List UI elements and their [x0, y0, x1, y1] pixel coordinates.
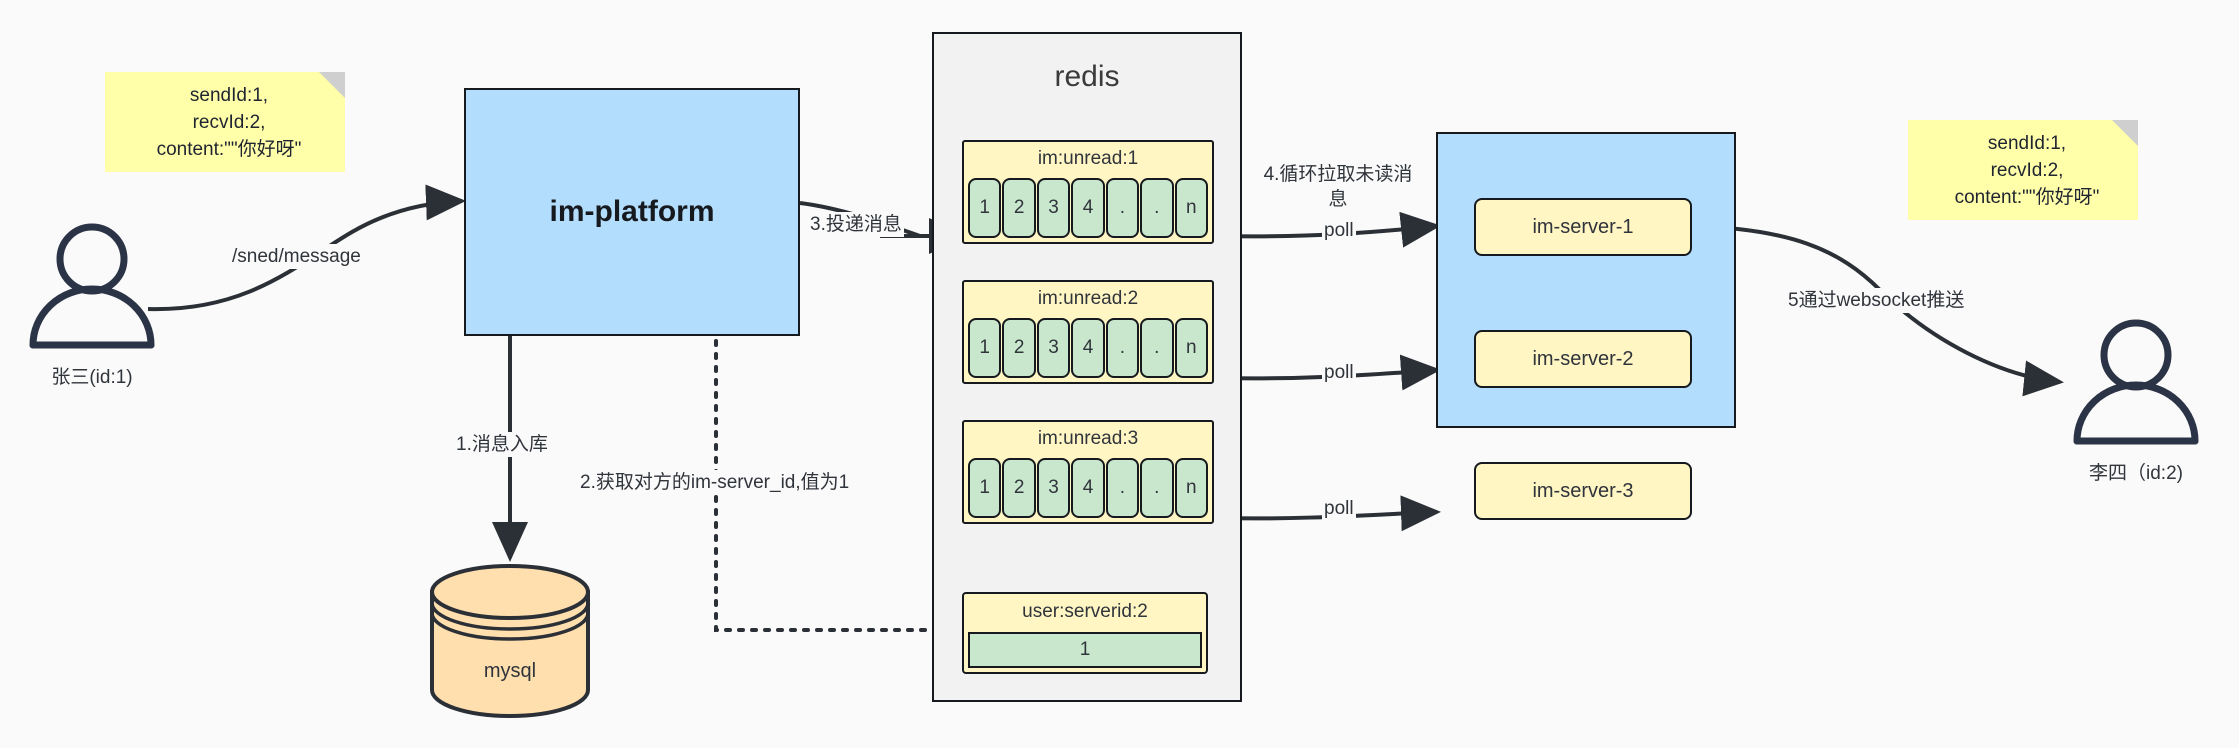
list-cell: 1 — [968, 458, 1002, 518]
redis-list-im-unread-3[interactable]: im:unread:3 1 2 3 4 . . n — [962, 420, 1214, 524]
mysql-cylinder-icon — [430, 564, 590, 718]
note-right-line-2: recvId:2, — [1990, 159, 2064, 181]
im-platform-node[interactable]: im-platform — [464, 88, 800, 336]
actor-receiver-label: 李四（id:2) — [2089, 463, 2183, 484]
edge-label-step5: 5通过websocket推送 — [1786, 288, 1967, 313]
redis-list-im-unread-2[interactable]: im:unread:2 1 2 3 4 . . n — [962, 280, 1214, 384]
im-server-3-label: im-server-3 — [1532, 479, 1634, 502]
note-left-line-3: content:""你好呀" — [156, 138, 302, 160]
redis-kv-user-serverid[interactable]: user:serverid:2 1 — [962, 592, 1208, 674]
edge-label-poll-1: poll — [1322, 218, 1356, 243]
im-server-1-label: im-server-1 — [1532, 215, 1634, 238]
edge-label-poll-3: poll — [1322, 496, 1356, 521]
note-fold-corner-icon — [2112, 120, 2138, 146]
list-cell: n — [1174, 458, 1208, 518]
redis-title: redis — [1054, 60, 1120, 93]
list-cell: n — [1174, 178, 1208, 238]
redis-list-3-cells: 1 2 3 4 . . n — [968, 458, 1208, 518]
list-cell: 4 — [1071, 178, 1105, 238]
list-cell: . — [1140, 458, 1174, 518]
list-cell: . — [1140, 178, 1174, 238]
note-right-line-3: content:""你好呀" — [1954, 186, 2100, 208]
list-cell: . — [1105, 318, 1140, 378]
edge-label-send-message: /sned/message — [230, 244, 363, 269]
list-cell: n — [1174, 318, 1208, 378]
redis-list-2-key: im:unread:2 — [1037, 288, 1139, 309]
redis-list-2-cells: 1 2 3 4 . . n — [968, 318, 1208, 378]
list-cell: 2 — [1002, 178, 1036, 238]
edge-label-poll-2: poll — [1322, 360, 1356, 385]
im-server-2-node[interactable]: im-server-2 — [1474, 330, 1692, 388]
actor-sender-icon — [29, 223, 155, 349]
redis-list-3-key: im:unread:3 — [1037, 428, 1139, 449]
redis-kv-key: user:serverid:2 — [1022, 601, 1148, 622]
im-server-1-node[interactable]: im-server-1 — [1474, 198, 1692, 256]
note-left-line-1: sendId:1, — [189, 84, 269, 106]
redis-list-1-cells: 1 2 3 4 . . n — [968, 178, 1208, 238]
list-cell: 1 — [968, 178, 1002, 238]
note-left-line-2: recvId:2, — [192, 111, 266, 133]
message-payload-note-left: sendId:1, recvId:2, content:""你好呀" — [105, 72, 345, 172]
actor-sender-label: 张三(id:1) — [51, 367, 133, 388]
edge-label-step1: 1.消息入库 — [454, 432, 550, 457]
list-cell: . — [1105, 458, 1140, 518]
im-server-3-node[interactable]: im-server-3 — [1474, 462, 1692, 520]
edge-label-step4: 4.循环拉取未读消息 — [1256, 162, 1420, 212]
actor-receiver-icon — [2073, 319, 2199, 445]
list-cell: 3 — [1036, 178, 1071, 238]
edge-label-step2: 2.获取对方的im-server_id,值为1 — [578, 470, 852, 495]
note-fold-corner-icon — [319, 72, 345, 98]
mysql-label: mysql — [483, 660, 537, 682]
list-cell: . — [1140, 318, 1174, 378]
im-server-2-label: im-server-2 — [1532, 347, 1634, 370]
list-cell: 3 — [1036, 458, 1071, 518]
im-platform-label: im-platform — [549, 195, 715, 228]
list-cell: 4 — [1071, 458, 1105, 518]
list-cell: 2 — [1002, 458, 1036, 518]
edge-label-step3: 3.投递消息 — [808, 212, 904, 237]
list-cell: 1 — [968, 318, 1002, 378]
list-cell: . — [1105, 178, 1140, 238]
list-cell: 3 — [1036, 318, 1071, 378]
redis-list-1-key: im:unread:1 — [1037, 148, 1139, 169]
list-cell: 4 — [1071, 318, 1105, 378]
message-payload-note-right: sendId:1, recvId:2, content:""你好呀" — [1908, 120, 2138, 220]
redis-list-im-unread-1[interactable]: im:unread:1 1 2 3 4 . . n — [962, 140, 1214, 244]
redis-kv-value: 1 — [968, 632, 1202, 668]
list-cell: 2 — [1002, 318, 1036, 378]
note-right-line-1: sendId:1, — [1987, 132, 2067, 154]
